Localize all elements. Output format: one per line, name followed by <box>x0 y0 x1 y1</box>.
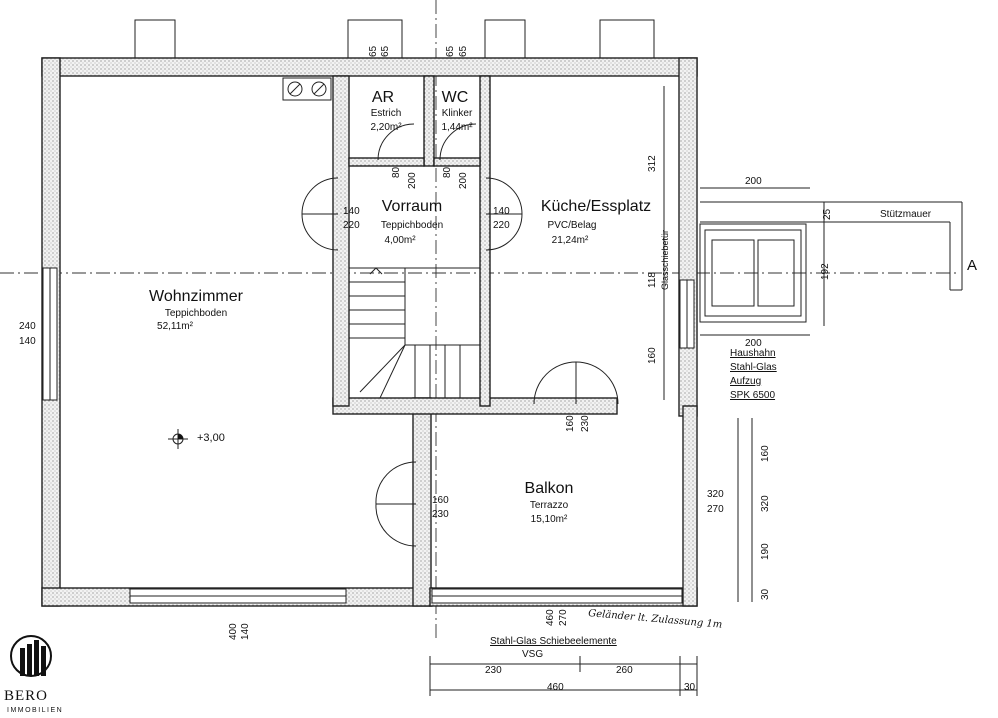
dim-balk-left-b: 230 <box>432 509 449 520</box>
dimension-lines <box>429 86 825 696</box>
dim-aufzug-200: 200 <box>745 338 762 349</box>
dim-ar-top-b: 65 <box>380 45 391 57</box>
dim-wc-door-b: 200 <box>458 172 469 189</box>
room-area-kueche: 21,24m² <box>552 235 589 246</box>
dim-kue-312: 312 <box>647 155 658 172</box>
dim-chain-260: 260 <box>616 665 633 676</box>
section-marker: A <box>967 257 977 274</box>
dim-balk-door-b: 230 <box>580 415 591 432</box>
dim-vert-30: 30 <box>760 588 771 600</box>
dim-aufzug-192: 192 <box>820 263 831 280</box>
dim-bottom-460: 460 <box>545 609 556 626</box>
brand-name: BERO <box>4 688 49 704</box>
label-aufzug-3: Aufzug <box>730 376 761 387</box>
dim-ar-top-a: 65 <box>368 45 379 57</box>
label-aufzug-2: Stahl-Glas <box>730 362 777 373</box>
switch-icon <box>282 77 332 101</box>
dim-aufzug-25: 25 <box>822 208 833 220</box>
label-stuetzmauer: Stützmauer <box>880 209 932 220</box>
room-area-ar: 2,20m² <box>370 122 402 133</box>
dim-vert-320: 320 <box>760 495 771 512</box>
room-name-ar: AR <box>372 89 394 106</box>
staircase <box>348 267 481 399</box>
dim-wohn-win-b: 140 <box>19 336 36 347</box>
label-schiebe-2: VSG <box>522 649 543 660</box>
dim-balk-right-a: 320 <box>707 489 724 500</box>
room-name-wc: WC <box>442 89 469 106</box>
label-aufzug-4: SPK 6500 <box>730 390 775 401</box>
dim-vert-160: 160 <box>760 445 771 462</box>
dim-top-200: 200 <box>745 176 762 187</box>
dim-bottom-400: 400 <box>228 623 239 640</box>
dim-vor-left-a: 140 <box>343 206 360 217</box>
label-glasschiebetuer: Glasschiebetür <box>660 230 670 290</box>
label-schiebe-1: Stahl-Glas Schiebeelemente <box>490 636 617 647</box>
level-label: +3,00 <box>197 432 225 444</box>
dim-ar-door-a: 80 <box>391 166 402 178</box>
dim-wohn-win-a: 240 <box>19 321 36 332</box>
elevator <box>699 201 963 323</box>
dim-chain-460: 460 <box>547 682 564 693</box>
walls <box>41 57 698 607</box>
label-gelaender: Geländer lt. Zulassung 1m <box>588 608 723 631</box>
room-area-balkon: 15,10m² <box>531 514 568 525</box>
label-aufzug-1: Haushahn <box>730 348 776 359</box>
room-area-wc: 1,44m² <box>441 122 473 133</box>
dim-bottom-270: 270 <box>558 609 569 626</box>
roof-vents <box>134 19 655 59</box>
bero-logo-icon <box>10 635 52 677</box>
dim-balk-left-a: 160 <box>432 495 449 506</box>
dim-chain-30: 30 <box>684 682 696 693</box>
room-floor-ar: Estrich <box>371 108 402 119</box>
brand-sub: IMMOBILIEN <box>7 707 64 714</box>
dim-wc-top-b: 65 <box>458 45 469 57</box>
room-name-wohnzimmer: Wohnzimmer <box>149 288 244 305</box>
room-area-wohnzimmer: 52,11m² <box>157 321 194 332</box>
room-area-vorraum: 4,00m² <box>384 235 416 246</box>
doors <box>301 123 619 547</box>
room-floor-wohnzimmer: Teppichboden <box>165 308 227 319</box>
room-name-balkon: Balkon <box>525 480 574 497</box>
room-floor-wc: Klinker <box>442 108 473 119</box>
level-marker <box>168 429 188 449</box>
dim-kue-160: 160 <box>647 347 658 364</box>
dim-balk-door-a: 160 <box>565 415 576 432</box>
dim-chain-230: 230 <box>485 665 502 676</box>
dim-bottom-140: 140 <box>240 623 251 640</box>
dim-ar-door-b: 200 <box>407 172 418 189</box>
room-name-vorraum: Vorraum <box>382 198 442 215</box>
room-floor-balkon: Terrazzo <box>530 500 569 511</box>
dim-kue-118: 118 <box>647 272 658 288</box>
dim-vor-right-a: 140 <box>493 206 510 217</box>
dim-vor-right-b: 220 <box>493 220 510 231</box>
dim-balk-right-b: 270 <box>707 504 724 515</box>
dim-vor-left-b: 220 <box>343 220 360 231</box>
dim-wc-top-a: 65 <box>445 45 456 57</box>
dim-wc-door-a: 80 <box>442 166 453 178</box>
room-name-kueche: Küche/Essplatz <box>541 198 651 215</box>
windows <box>42 267 695 604</box>
dim-vert-190: 190 <box>760 543 771 560</box>
room-floor-kueche: PVC/Belag <box>548 220 597 231</box>
room-floor-vorraum: Teppichboden <box>381 220 443 231</box>
